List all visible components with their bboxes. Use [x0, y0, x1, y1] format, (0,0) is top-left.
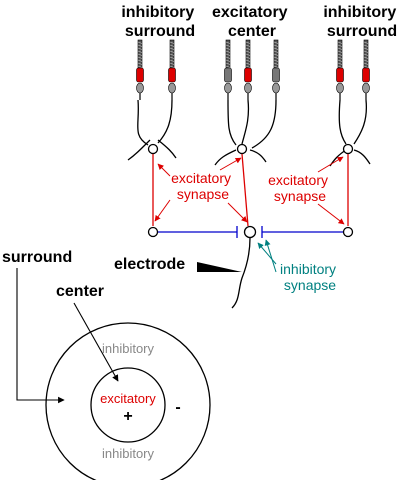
- receptive-field-inner-ring: [90, 367, 166, 443]
- photoreceptor: [362, 39, 370, 100]
- neuron-circles: [147, 143, 354, 239]
- label-excitatory-inner: excitatory: [100, 391, 156, 406]
- photoreceptor: [224, 39, 232, 100]
- label-electrode: electrode: [114, 256, 185, 273]
- ganglion-cell-left: [147, 226, 159, 238]
- center-arrow: [73, 302, 119, 382]
- photoreceptor: [168, 39, 176, 100]
- bipolar-cell-center: [236, 143, 248, 155]
- ganglion-cell-right: [342, 226, 354, 238]
- minus-sign: -: [175, 399, 180, 416]
- svg-text:inhibitory synapse: inhibitory synapse: [280, 261, 340, 293]
- label-center: center: [56, 283, 104, 300]
- excitatory-synapse-annotation-left: excitatory synapse: [154, 157, 248, 223]
- receptive-field-outer-ring: [45, 322, 211, 480]
- surround-arrow: [16, 268, 65, 404]
- receptor-wiring: [127, 99, 371, 167]
- svg-text:excitatory synapse: excitatory synapse: [171, 170, 235, 202]
- photoreceptor: [244, 39, 252, 100]
- bipolar-cell-left: [147, 143, 159, 155]
- excitatory-links: [152, 153, 349, 227]
- electrode-tip: [197, 262, 242, 272]
- ganglion-cell-center: [243, 225, 257, 239]
- label-surround: surround: [2, 249, 72, 266]
- excitatory-synapse-annotation-right: excitatory synapse: [268, 156, 345, 225]
- photoreceptor-group: [136, 39, 370, 100]
- bipolar-cell-right: [342, 143, 354, 155]
- plus-sign: +: [123, 408, 132, 425]
- svg-text:excitatory synapse: excitatory synapse: [268, 172, 332, 204]
- label-inhibitory-surround-right: inhibitory surround: [323, 4, 400, 40]
- photoreceptor: [272, 39, 280, 100]
- inhibitory-synapse-annotation: inhibitory synapse: [257, 239, 340, 293]
- label-inhibitory-outer-bottom: inhibitory: [102, 446, 155, 461]
- photoreceptor: [136, 39, 144, 100]
- inhibitory-links: [158, 226, 343, 238]
- label-inhibitory-surround-left: inhibitory surround: [121, 4, 198, 40]
- ganglion-axon: [231, 237, 251, 309]
- photoreceptor: [336, 39, 344, 100]
- label-excitatory-center: excitatory center: [212, 4, 292, 40]
- label-inhibitory-outer-top: inhibitory: [102, 341, 155, 356]
